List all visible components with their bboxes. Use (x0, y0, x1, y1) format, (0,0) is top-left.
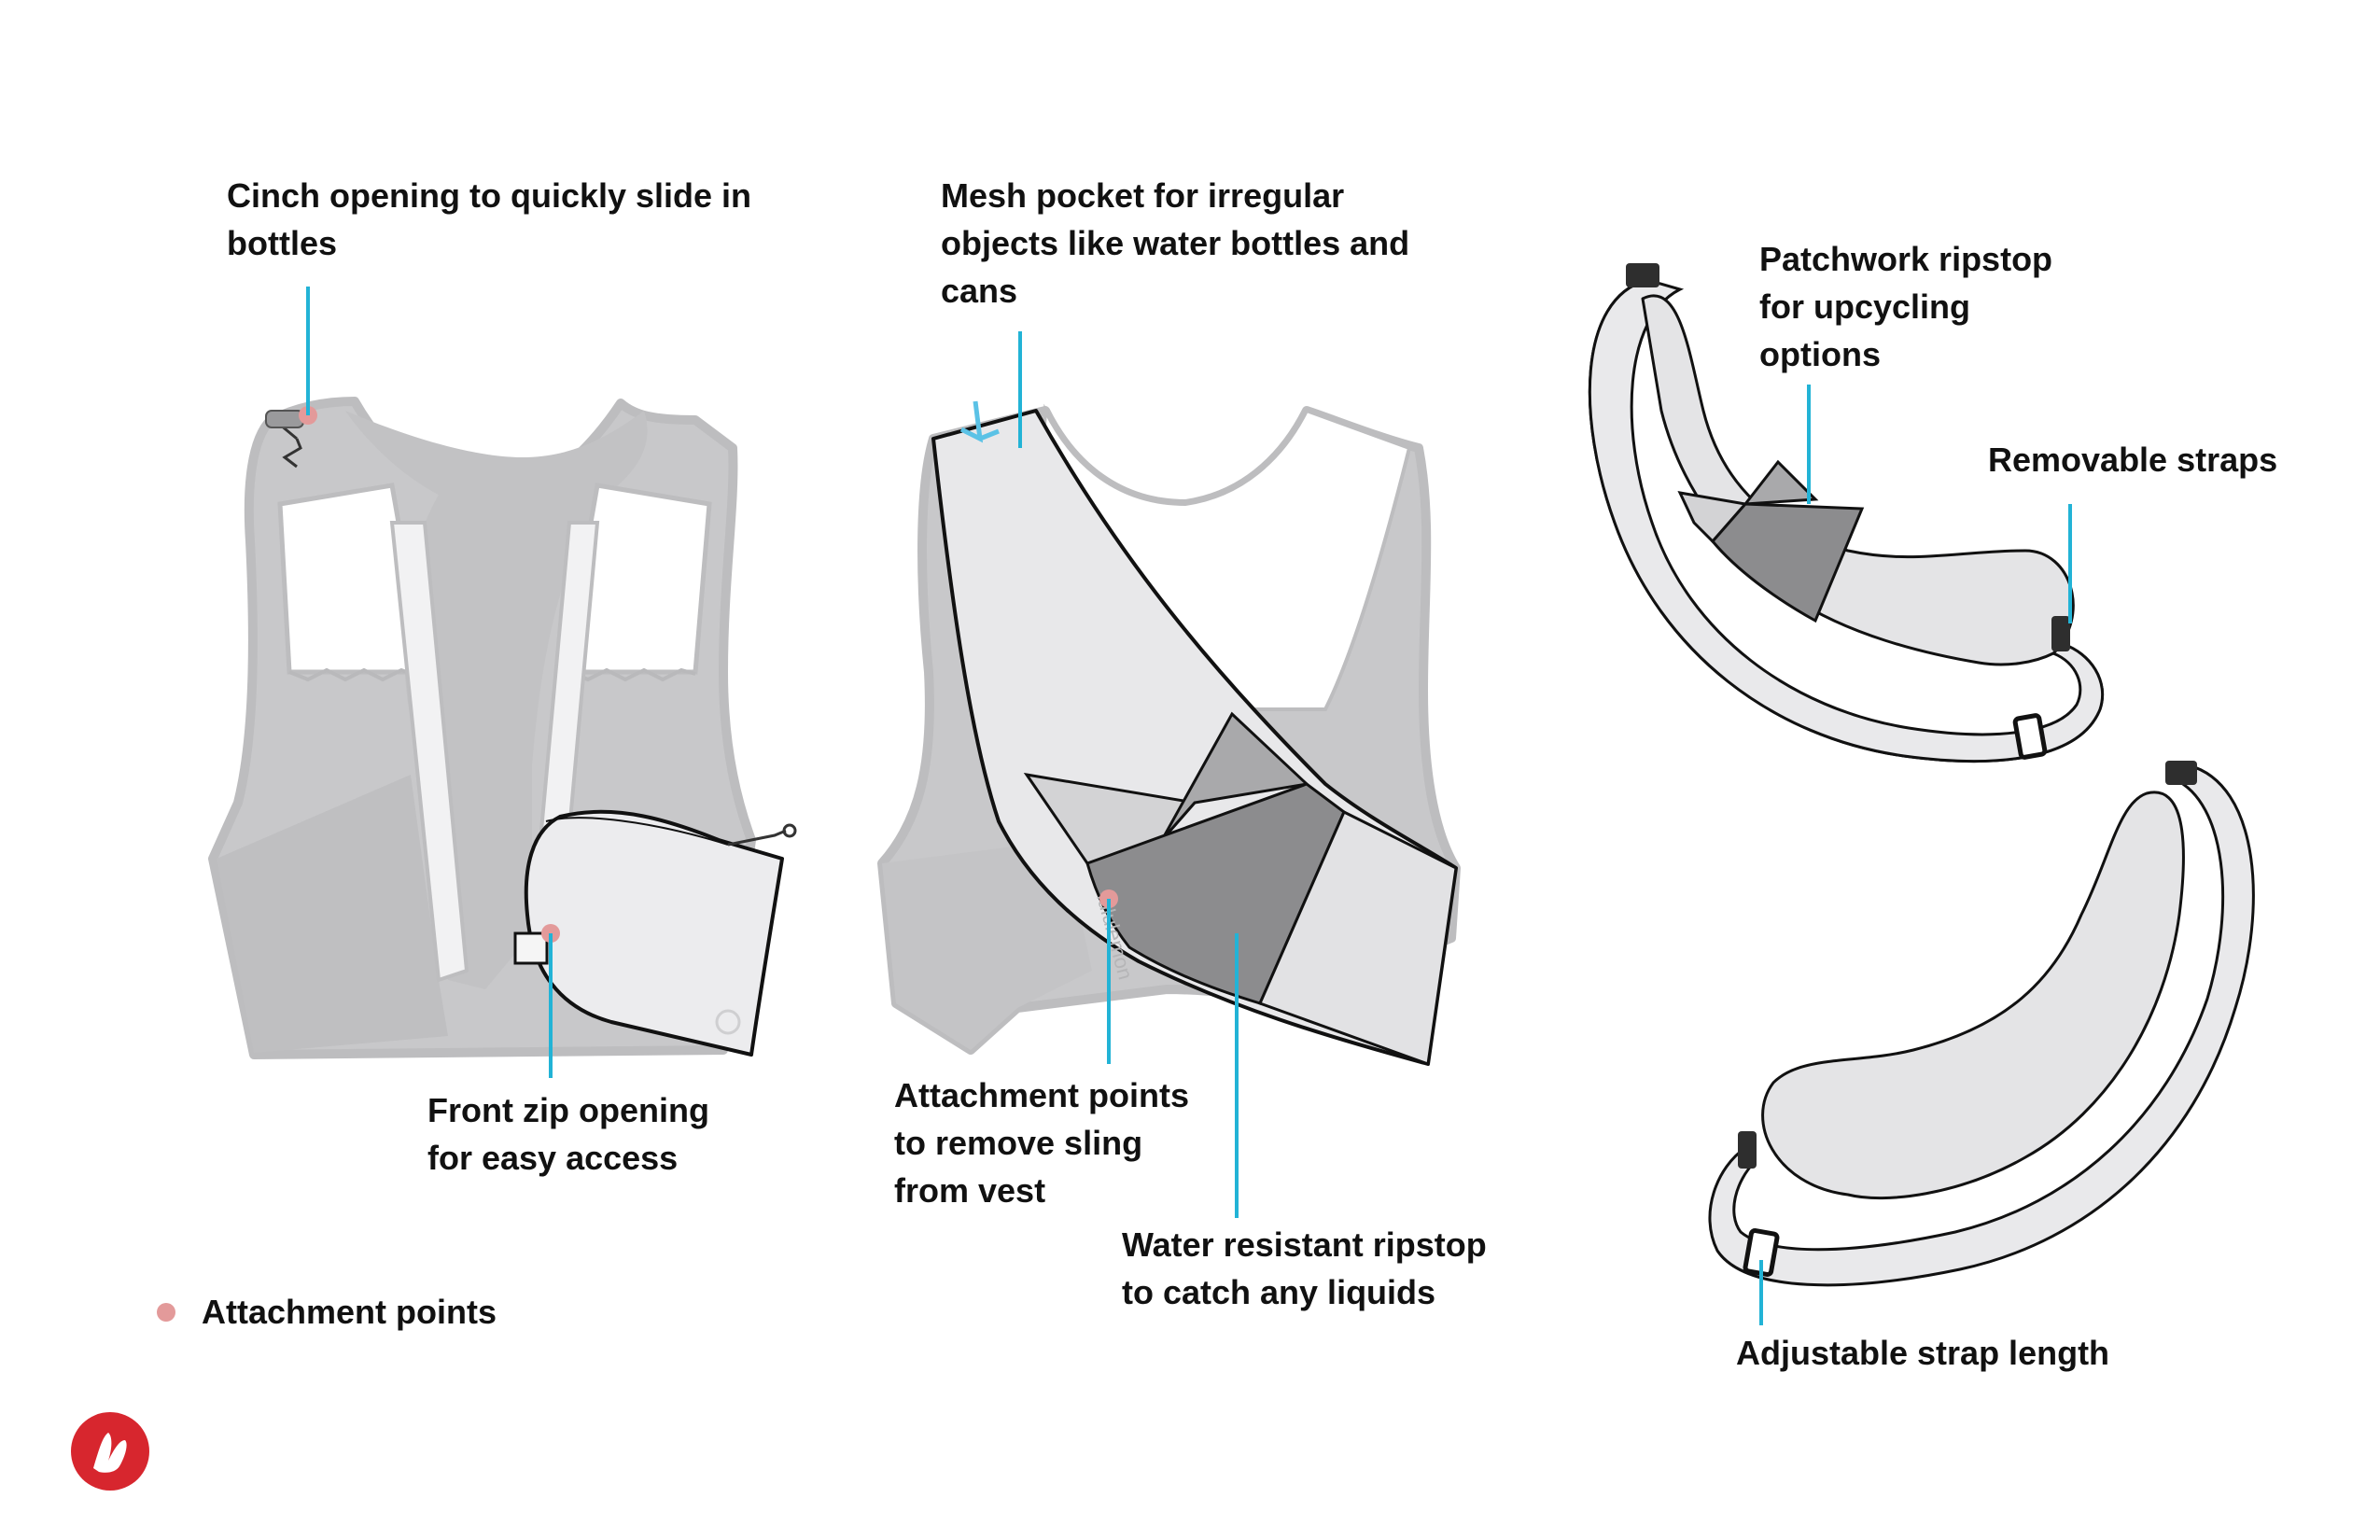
front-zip-pocket (513, 809, 797, 1057)
legend: Attachment points (157, 1288, 497, 1336)
vest-sling-view: lululemon (877, 331, 1461, 1218)
mesh-pocket-sling: lululemon (931, 400, 1458, 1067)
callout-removable-straps: Removable straps (1988, 441, 2278, 479)
vest-front-view (208, 287, 797, 1078)
buckle (2051, 616, 2070, 651)
mesh-arrow-icon (959, 400, 1000, 443)
pocket-logo-mark (715, 1009, 741, 1035)
callout-patchwork-ripstop: Patchwork ripstop for upcycling options (1759, 240, 2053, 373)
sling-bottom-view (1708, 761, 2255, 1325)
patch-mid (1742, 459, 1819, 506)
callout-cinch-opening: Cinch opening to quickly slide in bottle… (227, 176, 752, 262)
sling-top-view (1588, 263, 2105, 763)
sling-pouch (1761, 791, 2185, 1200)
patch-mid (1160, 711, 1310, 841)
patch-dark (1711, 502, 1865, 623)
strap-adjuster (2012, 713, 2048, 760)
zipper-left (288, 667, 421, 682)
lululemon-logo-icon (71, 1412, 149, 1491)
vest-lower-left (217, 775, 448, 1053)
buckle (1738, 1131, 1757, 1169)
buckle (2165, 761, 2197, 785)
legend-label: Attachment points (202, 1293, 497, 1331)
legend-marker-icon (157, 1302, 175, 1322)
callout-front-zip: Front zip opening for easy access (427, 1091, 709, 1177)
strap-adjuster (1743, 1228, 1780, 1277)
callout-adjustable-strap: Adjustable strap length (1736, 1334, 2110, 1372)
zip-pull-ring (782, 823, 797, 838)
cinch-toggle (265, 410, 304, 428)
buckle (1626, 263, 1659, 287)
zip-pull (727, 829, 787, 847)
zipper-right (568, 667, 696, 682)
pocket-shape (524, 809, 784, 1057)
vest-lower-left (882, 840, 1092, 1050)
patch-right (1257, 809, 1458, 1067)
placket-left (389, 521, 469, 983)
callout-water-resistant: Water resistant ripstop to catch any liq… (1122, 1225, 1487, 1311)
callout-attachment-points: Attachment points to remove sling from v… (894, 1076, 1190, 1210)
pocket-tab (513, 931, 549, 965)
callout-mesh-pocket: Mesh pocket for irregular objects like w… (941, 176, 1410, 310)
pocket-zip (545, 817, 729, 846)
